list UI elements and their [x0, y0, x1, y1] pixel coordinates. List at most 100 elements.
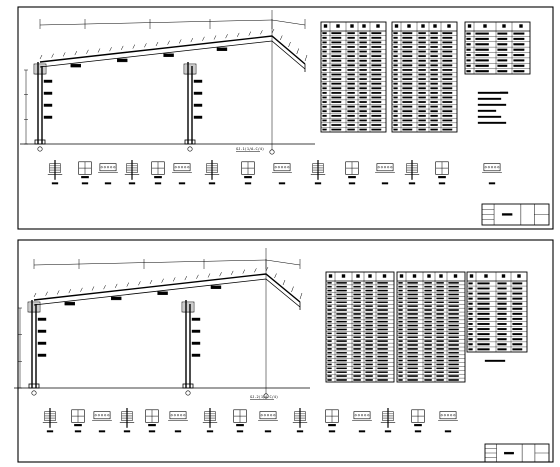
- base-plate: [34, 139, 46, 145]
- detail-caption: [438, 182, 446, 185]
- detail-plate: [312, 163, 324, 173]
- table-cell-mark: [359, 32, 367, 35]
- drawing-sheet-bottom: GJ-2(1/A-C/4): [14, 239, 554, 463]
- purlin-mark: [120, 45, 124, 51]
- table-cell-mark: [365, 293, 373, 296]
- table-cell-mark: [365, 317, 373, 319]
- detail-bolt: [177, 166, 180, 169]
- table-cell-mark: [365, 375, 373, 377]
- table-cell-mark: [448, 309, 459, 311]
- table-cell-mark: [407, 340, 418, 342]
- detail-plate: [169, 411, 187, 420]
- table-cell-mark: [436, 320, 444, 323]
- table-cell-mark: [322, 105, 327, 108]
- table-cell-mark: [347, 105, 355, 108]
- detail-label: [81, 175, 89, 179]
- general-notes: [477, 91, 509, 124]
- table-cell-mark: [402, 64, 413, 67]
- table-cell-mark: [512, 343, 523, 346]
- table-cell-mark: [442, 78, 453, 80]
- purlin-mark: [74, 50, 78, 56]
- portal-frame-elevation: GJ-2(1/A-C/4): [14, 248, 310, 400]
- table-cell-mark: [407, 328, 418, 331]
- column-annotation: [37, 341, 47, 345]
- table-cell-mark: [365, 348, 373, 350]
- table-cell-mark: [436, 301, 444, 304]
- table-cell-mark: [497, 317, 507, 320]
- table-cell-mark: [377, 336, 388, 339]
- table-cell-mark: [407, 359, 418, 362]
- table-cell-mark: [353, 313, 361, 315]
- table-cell-mark: [327, 379, 332, 381]
- table-cell-mark: [436, 348, 444, 350]
- table-header-glyph: [427, 274, 431, 278]
- table-cell-mark: [436, 371, 444, 373]
- purlin-mark: [109, 47, 112, 52]
- table-cell-mark: [513, 64, 525, 67]
- table-cell-mark: [331, 91, 342, 94]
- table-cell-mark: [353, 348, 361, 350]
- table-cell-mark: [468, 312, 473, 315]
- table-cell-mark: [407, 297, 418, 300]
- table-cell-mark: [377, 289, 388, 292]
- purlin-mark: [213, 35, 217, 40]
- table-border: [466, 271, 528, 353]
- table-cell-mark: [398, 320, 403, 323]
- purlin-mark: [184, 275, 188, 281]
- table-cell-mark: [398, 317, 403, 319]
- table-cell-mark: [393, 36, 398, 39]
- detail-bolt: [104, 414, 107, 417]
- section-detail: [352, 411, 372, 433]
- grid-axis-bubble: [187, 146, 193, 152]
- purlin-mark: [126, 282, 130, 287]
- purlin-mark: [242, 269, 246, 274]
- table-cell-mark: [477, 317, 490, 320]
- table-cell-mark: [331, 32, 342, 35]
- detail-plate: [483, 163, 501, 172]
- purlin-mark: [103, 285, 106, 290]
- purlin-mark: [296, 48, 299, 55]
- purlin-mark: [254, 268, 257, 273]
- table-header-glyph: [433, 24, 437, 28]
- table-cell-mark: [436, 359, 444, 362]
- table-cell-mark: [327, 351, 332, 354]
- table-cell-mark: [430, 69, 438, 71]
- table-cell-mark: [393, 50, 398, 53]
- table-cell-mark: [347, 82, 355, 85]
- table-cell-mark: [418, 41, 426, 44]
- table-cell-mark: [424, 332, 432, 335]
- table-cell-mark: [371, 36, 382, 39]
- table-cell-mark: [448, 320, 459, 323]
- section-detail: [204, 160, 220, 185]
- table-cell-mark: [418, 96, 426, 99]
- table-cell-mark: [497, 333, 507, 336]
- table-cell-mark: [430, 64, 438, 67]
- top-dimension-line: [265, 259, 301, 266]
- table-cell-mark: [436, 340, 444, 342]
- table-cell-mark: [497, 348, 507, 351]
- table-cell-mark: [448, 282, 459, 284]
- table-cell-mark: [359, 124, 367, 126]
- table-cell-mark: [393, 82, 398, 85]
- table-cell-mark: [424, 363, 432, 366]
- table-cell-mark: [353, 336, 361, 339]
- table-cell-mark: [359, 128, 367, 131]
- table-cell-mark: [377, 344, 388, 346]
- table-cell-mark: [353, 332, 361, 335]
- table-cell-mark: [365, 313, 373, 315]
- table-cell-mark: [407, 371, 418, 373]
- table-cell-mark: [393, 32, 398, 35]
- table-cell-mark: [475, 48, 489, 51]
- title-block-text: [504, 451, 514, 455]
- detail-caption: [128, 182, 136, 185]
- table-cell-mark: [322, 119, 327, 122]
- table-cell-mark: [436, 363, 444, 366]
- section-detail: [310, 160, 326, 185]
- table-cell-mark: [436, 355, 444, 358]
- table-cell-mark: [448, 355, 459, 358]
- column-annotation: [191, 341, 201, 345]
- table-header-glyph: [399, 274, 404, 278]
- table-cell-mark: [468, 282, 473, 285]
- table-cell-mark: [477, 338, 490, 341]
- detail-plate: [382, 411, 394, 421]
